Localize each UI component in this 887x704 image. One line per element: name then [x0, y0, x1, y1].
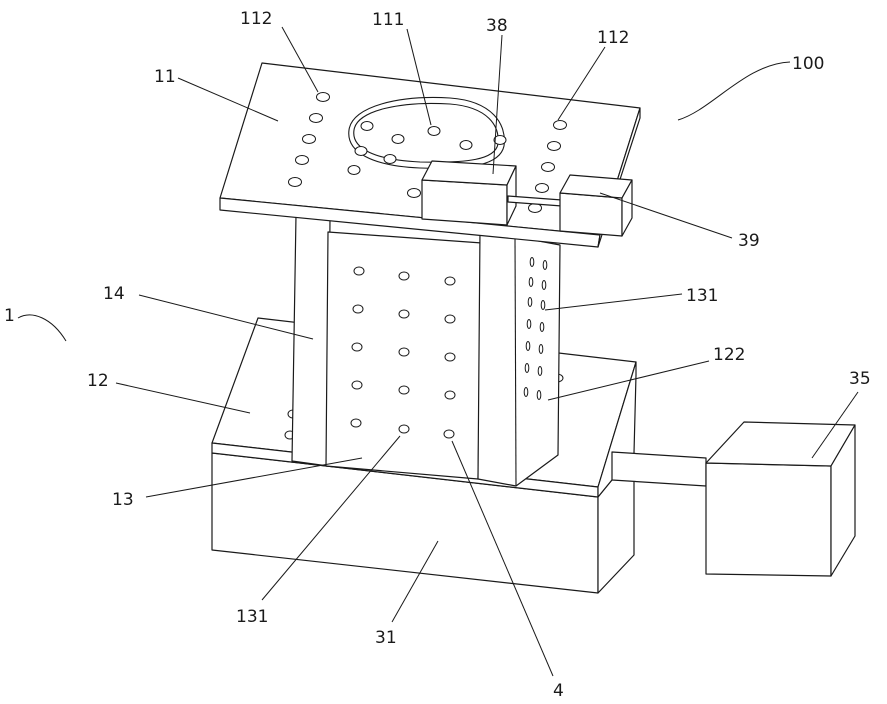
hole — [392, 135, 404, 144]
hole — [445, 277, 455, 285]
leader-1 — [18, 315, 66, 341]
hole — [296, 156, 309, 165]
hole — [527, 320, 531, 329]
component-38 — [422, 161, 516, 225]
hole — [530, 258, 534, 267]
hole — [317, 93, 330, 102]
motor-shaft — [612, 452, 706, 486]
hole — [355, 147, 367, 156]
column-13 — [292, 215, 560, 486]
hole — [399, 348, 409, 356]
hole — [543, 261, 547, 270]
hole — [445, 353, 455, 361]
leader-131-right — [545, 294, 682, 310]
hole — [303, 135, 316, 144]
hole — [348, 166, 360, 175]
hole — [351, 419, 361, 427]
label-100: 100 — [792, 54, 824, 74]
label-12: 12 — [87, 371, 109, 391]
hole — [529, 278, 533, 287]
label-31: 31 — [375, 628, 397, 648]
label-131-right: 131 — [686, 286, 718, 306]
hole — [524, 388, 528, 397]
label-35: 35 — [849, 369, 871, 389]
hole — [361, 122, 373, 131]
hole — [554, 121, 567, 130]
hole — [540, 323, 544, 332]
label-112-right: 112 — [597, 28, 629, 48]
label-13: 13 — [112, 490, 134, 510]
hole — [353, 305, 363, 313]
hole — [539, 345, 543, 354]
label-14: 14 — [103, 284, 125, 304]
label-38: 38 — [486, 16, 508, 36]
hole — [538, 367, 542, 376]
hole — [352, 381, 362, 389]
hole — [444, 430, 454, 438]
hole — [428, 127, 440, 136]
motor-front-face — [706, 463, 831, 576]
label-122: 122 — [713, 345, 745, 365]
hole — [528, 298, 532, 307]
hole — [354, 267, 364, 275]
column-right-face — [478, 230, 560, 486]
hole — [445, 391, 455, 399]
hole — [310, 114, 323, 123]
label-11: 11 — [154, 67, 176, 87]
hole — [399, 425, 409, 433]
hole — [525, 364, 529, 373]
block-38-top — [422, 161, 516, 185]
hole — [408, 189, 421, 198]
hole — [445, 315, 455, 323]
hole — [536, 184, 549, 193]
hole — [399, 386, 409, 394]
hole — [399, 272, 409, 280]
hole — [541, 301, 545, 310]
block-39-front — [560, 193, 622, 236]
leader-100 — [678, 62, 790, 120]
block-38-front — [422, 180, 507, 225]
hole — [526, 342, 530, 351]
label-131-bottom: 131 — [236, 607, 268, 627]
hole — [352, 343, 362, 351]
label-39: 39 — [738, 231, 760, 251]
left-post-14 — [292, 215, 330, 466]
label-1: 1 — [4, 306, 15, 326]
hole — [399, 310, 409, 318]
hole — [384, 155, 396, 164]
hole — [548, 142, 561, 151]
hole — [537, 391, 541, 400]
label-111: 111 — [372, 10, 404, 30]
component-39 — [560, 175, 632, 236]
motor-35 — [612, 422, 855, 576]
label-4: 4 — [553, 681, 564, 701]
hole — [460, 141, 472, 150]
hole — [289, 178, 302, 187]
hole — [542, 163, 555, 172]
label-112-left: 112 — [240, 9, 272, 29]
leader-14 — [139, 295, 313, 339]
hole — [542, 281, 546, 290]
